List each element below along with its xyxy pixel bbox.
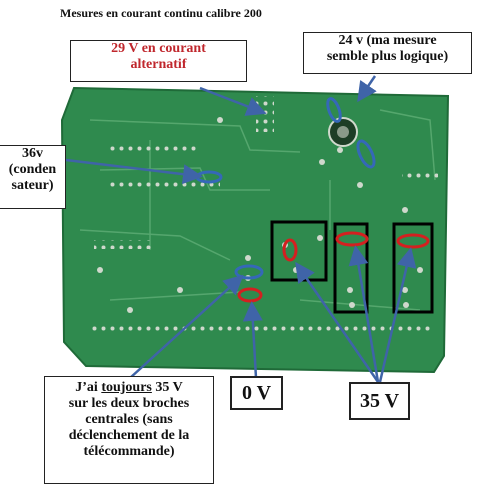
label-29v-line1: 29 V en courant xyxy=(111,41,206,56)
label-toujours-line3: centrales (sans xyxy=(85,412,173,428)
label-24v-line1: 24 v (ma mesure xyxy=(338,33,437,48)
label-toujours-line1: J’ai toujours 35 V xyxy=(45,380,213,396)
arrow-36v xyxy=(65,158,203,185)
label-36v-line2: (conden xyxy=(8,162,57,178)
arrow-24v xyxy=(357,75,377,103)
arrow-toujours xyxy=(129,274,244,379)
label-toujours-underlined: toujours xyxy=(101,380,152,395)
arrow-0v xyxy=(242,301,263,379)
arrow-29v xyxy=(199,86,267,116)
label-24v: 24 v (ma mesure semble plus logique) xyxy=(303,32,472,74)
red-marker-35v-2 xyxy=(335,231,369,247)
label-toujours-line2: sur les deux broches xyxy=(68,396,190,412)
label-29v-line2: alternatif xyxy=(130,57,187,73)
label-29v-ac: 29 V en courant alternatif xyxy=(70,40,247,82)
label-36v: 36v (conden sateur) xyxy=(0,145,66,209)
red-marker-35v-3 xyxy=(396,233,430,249)
label-toujours-pre: J’ai xyxy=(75,380,102,395)
arrow-35v-3 xyxy=(378,247,417,383)
blue-marker-24v-top xyxy=(326,97,342,123)
label-36v-line3: sateur) xyxy=(11,178,54,194)
red-marker-35v-1 xyxy=(282,238,298,262)
label-35v: 35 V xyxy=(349,382,410,420)
label-0v: 0 V xyxy=(230,376,283,410)
label-toujours-line4: déclenchement de la xyxy=(68,428,190,444)
label-toujours-post: 35 V xyxy=(151,380,183,395)
label-36v-line1: 36v xyxy=(22,146,43,161)
label-24v-line2: semble plus logique) xyxy=(326,49,449,65)
blue-marker-24v-bottom xyxy=(356,139,376,169)
arrow-35v-1 xyxy=(295,261,380,383)
page-title: Mesures en courant continu calibre 200 xyxy=(60,6,262,20)
label-toujours-35v: J’ai toujours 35 V sur les deux broches … xyxy=(44,376,214,484)
highlight-box-3 xyxy=(392,222,434,314)
blue-marker-0v xyxy=(234,264,264,280)
highlight-box-2 xyxy=(333,222,369,314)
arrow-35v-2 xyxy=(348,245,380,383)
label-toujours-line5: télécommande) xyxy=(83,444,175,460)
